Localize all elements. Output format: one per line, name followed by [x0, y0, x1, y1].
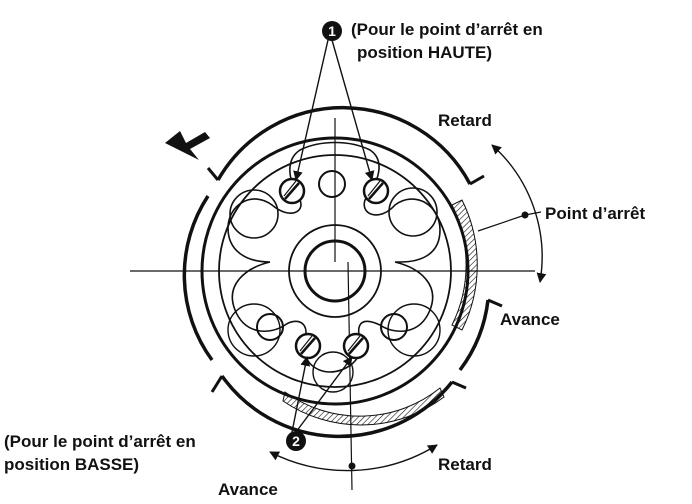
leader-2-right	[295, 356, 353, 433]
screw-bottom-left	[294, 332, 322, 360]
screw-bottom-right	[342, 332, 370, 360]
hole-top-center	[318, 170, 346, 198]
callout-1-line2: position HAUTE)	[357, 43, 493, 62]
point-arret-leader-top	[477, 214, 526, 232]
hole-left-upper	[229, 189, 279, 239]
right-adjust-arc	[491, 144, 547, 283]
hub-outer	[288, 224, 382, 318]
hatched-segment-right	[451, 199, 478, 331]
bottom-avance-label: Avance	[218, 480, 278, 499]
top-point-arret-label: Point d’arrêt	[545, 204, 646, 223]
screw-top-right	[362, 177, 390, 205]
callout-2-line2: position BASSE)	[4, 455, 140, 474]
leader-1-right	[331, 39, 375, 181]
screw-top-left	[278, 177, 306, 205]
callout-2-badge: 2	[286, 431, 306, 451]
hole-bottom-center	[312, 351, 354, 393]
hole-right-upper	[388, 187, 438, 237]
top-retard-label: Retard	[438, 111, 492, 130]
hole-left-bottom	[227, 303, 281, 357]
top-avance-label: Avance	[500, 310, 560, 329]
hole-right-bottom	[387, 303, 441, 357]
callout-1-line1: (Pour le point d’arrêt en	[351, 20, 543, 39]
hole-left-lower	[256, 313, 284, 341]
point-arret-label-leader	[524, 211, 542, 216]
leader-2-left	[291, 356, 311, 433]
bottom-retard-label: Retard	[438, 455, 492, 474]
reference-arrow	[165, 131, 210, 160]
plate-inner-circle	[218, 154, 452, 388]
callout-1-badge: 1	[322, 21, 342, 41]
hub-inner	[303, 239, 367, 303]
hatched-segment-bottom	[282, 387, 445, 426]
bottom-adjust-arc	[269, 444, 438, 472]
inner-cam-outline	[227, 141, 441, 373]
leader-1-left	[293, 39, 329, 181]
callout-2-line1: (Pour le point d’arrêt en	[4, 432, 196, 451]
point-arret-dot-bottom	[348, 462, 356, 470]
